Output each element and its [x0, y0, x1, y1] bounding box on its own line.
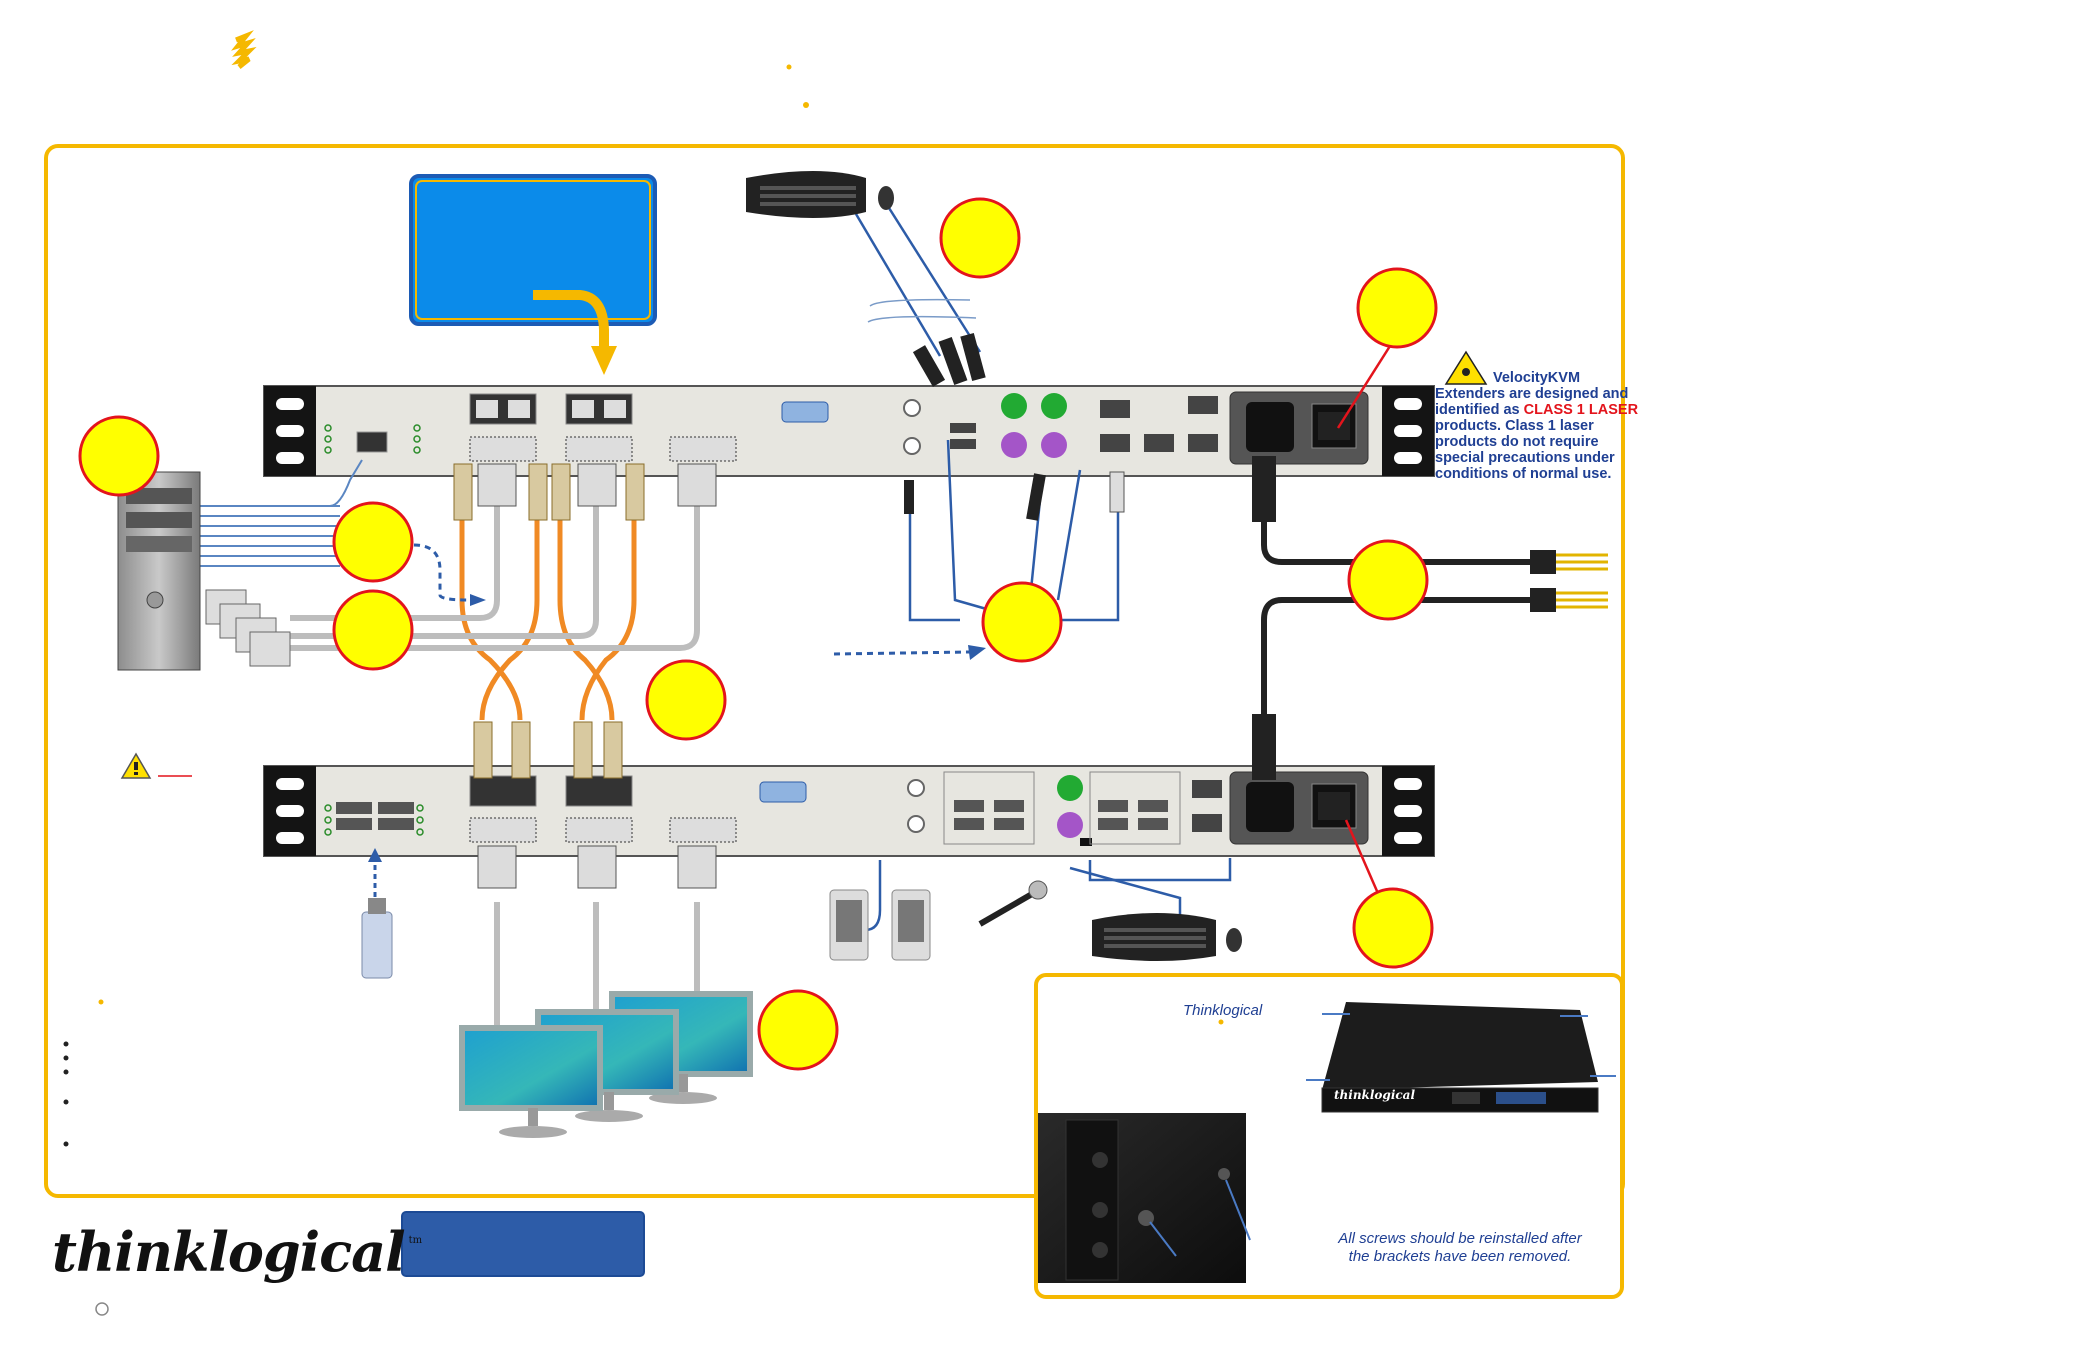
dashed-arrow-mid: [833, 650, 971, 656]
mouse-bottom-icon: [1226, 928, 1242, 952]
mouse-icon: [878, 186, 894, 210]
usb-drive-icon: [361, 898, 393, 979]
laser-notice-line4: products do not require: [1435, 434, 1599, 450]
inset-note-line1: All screws should be reinstalled after: [1338, 1230, 1582, 1247]
inset-photo-closeup: [1038, 1113, 1251, 1283]
pointer-top-switch: [1336, 345, 1392, 429]
callout-4: [332, 501, 414, 583]
power-cables: [1261, 470, 1530, 760]
laser-notice-line6: conditions of normal use.: [1435, 466, 1612, 482]
pc-cables: [200, 459, 363, 567]
keyboard-icon: [746, 171, 866, 218]
laser-notice-line2-prefix: identified as: [1435, 402, 1520, 418]
callout-1: [939, 197, 1021, 279]
callout-circles: [78, 197, 1438, 1071]
cable-bundle-marks: [867, 298, 977, 323]
main-frame: [44, 144, 1625, 1198]
laser-notice: VelocityKVM Extenders are designed and i…: [1435, 370, 1665, 482]
peripheral-cables: [854, 199, 1232, 932]
callout-2: [1356, 267, 1438, 349]
inset-note-line2: the brackets have been removed.: [1348, 1248, 1572, 1265]
laser-notice-product: VelocityKVM: [1493, 370, 1581, 386]
top-usb-plugs: [904, 332, 1125, 521]
logo-trademark: tm: [408, 1235, 423, 1246]
callout-9: [1352, 887, 1434, 969]
dvi-adapters: [205, 589, 291, 667]
speaker-icon: [829, 889, 931, 961]
laser-class-highlight: CLASS 1 LASER: [1523, 402, 1639, 418]
inset-note: All screws should be reinstalled after t…: [1300, 1230, 1620, 1266]
fiber-cables: [459, 520, 637, 721]
keyboard-bottom-icon: [1092, 913, 1216, 961]
monitor-icon: [459, 991, 753, 1138]
callout-8: [645, 659, 727, 741]
inset-device-label: thinklogical: [1334, 1088, 1416, 1102]
pointer-bottom-switch: [1344, 819, 1382, 899]
bottom-rack-unit: [263, 765, 1435, 857]
warning-icon: [120, 752, 192, 779]
microphone-icon: [978, 880, 1048, 927]
top-decoration: [231, 30, 809, 108]
logo-side-box: [401, 1211, 645, 1277]
callout-7: [981, 581, 1063, 663]
dvi-plugs: [477, 463, 717, 889]
laser-notice-line2: identified as CLASS 1 LASER: [1435, 402, 1665, 418]
laser-notice-line5: special precautions under: [1435, 450, 1615, 466]
laser-notice-line1: Extenders are designed and: [1435, 386, 1629, 402]
callout-6: [1347, 539, 1429, 621]
fiber-connectors: [453, 463, 645, 779]
logo-text: thinklogical: [52, 1220, 406, 1284]
inset-brand-label: Thinklogical: [1183, 1002, 1263, 1019]
laser-warning-icon: [1444, 350, 1488, 385]
callout-5: [332, 589, 414, 671]
callout-10: [757, 989, 839, 1071]
page-marker: [95, 1302, 109, 1316]
dashed-arrow-left: [413, 543, 471, 602]
instruction-box: [409, 174, 657, 375]
bullet-list: [63, 999, 104, 1147]
callout-3: [78, 415, 160, 497]
computer-tower-icon: [117, 471, 201, 671]
inset-device-photo: [1306, 1002, 1616, 1113]
laser-notice-line3: products. Class 1 laser: [1435, 418, 1594, 434]
top-rack-unit: [263, 385, 1435, 477]
power-plugs: [1252, 456, 1608, 780]
